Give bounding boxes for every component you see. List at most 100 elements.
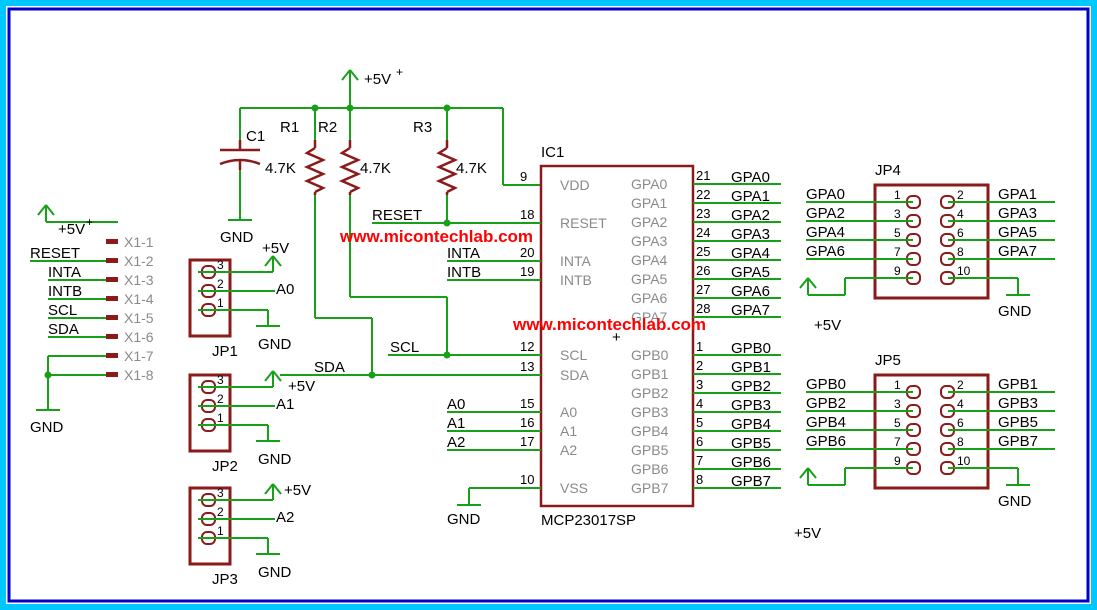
- jumper-pin-1: 1: [217, 524, 224, 538]
- jumper-gnd-label: GND: [258, 336, 292, 353]
- ic-pin-num-25: 25: [696, 244, 710, 259]
- ic-gnd-label: GND: [447, 511, 481, 528]
- x1-net-sda: SDA: [48, 321, 79, 338]
- header-net-gpa3: GPA3: [998, 205, 1037, 222]
- x1-gnd-label: GND: [30, 419, 64, 436]
- header-net-gpa4: GPA4: [806, 224, 845, 241]
- ic-net-gpa2: GPA2: [731, 207, 770, 224]
- header-pin-odd: 1: [894, 378, 901, 392]
- r1-value: 4.7K: [265, 160, 296, 177]
- ic-pin-scl: SCL: [560, 347, 587, 363]
- ic-pin-num-21: 21: [696, 168, 710, 183]
- jumper-ref-jp1: JP1: [212, 343, 238, 360]
- jumper-pin-1: 1: [217, 296, 224, 310]
- ic-pin-gpa6: GPA6: [631, 290, 668, 306]
- ic-pin-num-18: 18: [520, 207, 534, 222]
- ic-net-gpb2: GPB2: [731, 378, 771, 395]
- watermark-mid: www.micontechlab.com: [512, 315, 706, 334]
- ic-pin-a0: A0: [560, 404, 577, 420]
- net-intb-label: INTB: [447, 264, 481, 281]
- ic-pin-num-19: 19: [520, 264, 534, 279]
- x1-pin-6: X1-6: [124, 329, 154, 345]
- header-pin-odd: 3: [894, 397, 901, 411]
- ic-pin-gpa3: GPA3: [631, 233, 668, 249]
- ic-net-gpa6: GPA6: [731, 283, 770, 300]
- jumper-pin-2: 2: [217, 505, 224, 519]
- ic-pin-num-10: 10: [520, 472, 534, 487]
- ic-pin-gpb2: GPB2: [631, 385, 669, 401]
- ic-net-gpb7: GPB7: [731, 473, 771, 490]
- ic-pin-num-9: 9: [520, 169, 527, 184]
- ic-pin-num-13: 13: [520, 359, 534, 374]
- x1-vcc-symbol: +5V +: [37, 204, 118, 238]
- ic-pin-gpb7: GPB7: [631, 480, 669, 496]
- ic-pin-sda: SDA: [560, 367, 589, 383]
- ic-pin-num-6: 6: [696, 434, 703, 449]
- r1-label: R1: [280, 119, 299, 136]
- ic-net-gpb0: GPB0: [731, 340, 771, 357]
- net-inta-label: INTA: [447, 245, 480, 262]
- x1-pin-1: X1-1: [124, 234, 154, 250]
- r2-value: 4.7K: [360, 160, 391, 177]
- header-pin-odd: 1: [894, 188, 901, 202]
- x1-net-scl: SCL: [48, 302, 77, 319]
- ic-pin-reset: RESET: [560, 215, 607, 231]
- ic-pin-gpa1: GPA1: [631, 195, 668, 211]
- jumper-pin-3: 3: [217, 486, 224, 500]
- ic-pin-gpb3: GPB3: [631, 404, 669, 420]
- header-pin-even: 6: [957, 416, 964, 430]
- header-net-gpb6: GPB6: [806, 433, 846, 450]
- ic-pin-num-17: 17: [520, 434, 534, 449]
- power-network: +5V + C1 GND R1 R2 R3 4.7K: [219, 65, 541, 375]
- header-ref-jp5: JP5: [875, 352, 901, 369]
- ic-pin-gpa4: GPA4: [631, 252, 668, 268]
- header-net-gpa1: GPA1: [998, 186, 1037, 203]
- header-pin-even: 8: [957, 435, 964, 449]
- x1-connector: +5V + GND RESET INTA INTB SCL SDA X1-1 X…: [30, 204, 154, 436]
- jp1-vcc-label: +5V: [262, 240, 289, 257]
- header-pin-odd: 9: [894, 454, 901, 468]
- jp3-vcc-label: +5V: [284, 482, 311, 499]
- header-pin-even: 4: [957, 397, 964, 411]
- ic-pin-num-28: 28: [696, 301, 710, 316]
- x1-pin-7: X1-7: [124, 348, 154, 364]
- header-net-gpa6: GPA6: [806, 243, 845, 260]
- header-gnd-label: GND: [998, 493, 1032, 510]
- x1-pin-8: X1-8: [124, 367, 154, 383]
- resistor-r1: [303, 140, 327, 195]
- ic-net-gpb4: GPB4: [731, 416, 771, 433]
- ic-net-gpb3: GPB3: [731, 397, 771, 414]
- ic-pin-gpb6: GPB6: [631, 461, 669, 477]
- header-net-gpb3: GPB3: [998, 395, 1038, 412]
- jp2-vcc-label: +5V: [288, 378, 315, 395]
- ic-pin-num-27: 27: [696, 282, 710, 297]
- header-pin-odd: 5: [894, 416, 901, 430]
- ic-pin-num-24: 24: [696, 225, 710, 240]
- capacitor-c1: [219, 140, 261, 170]
- ic-pin-num-7: 7: [696, 453, 703, 468]
- ic-pin-gpb4: GPB4: [631, 423, 669, 439]
- ic-pin-num-1: 1: [696, 339, 703, 354]
- header-pin-even: 8: [957, 245, 964, 259]
- jumper-ref-jp2: JP2: [212, 458, 238, 475]
- header-pin-even: 10: [957, 454, 971, 468]
- ic-net-gpb6: GPB6: [731, 454, 771, 471]
- x1-gnd-junction: [44, 371, 52, 379]
- jumper-pin-2: 2: [217, 392, 224, 406]
- r3-label: R3: [413, 119, 432, 136]
- ic-pin-num-3: 3: [696, 377, 703, 392]
- ic-net-gpa1: GPA1: [731, 188, 770, 205]
- ic-net-gpa3: GPA3: [731, 226, 770, 243]
- x1-pin-4: X1-4: [124, 291, 154, 307]
- x1-net-reset: RESET: [30, 245, 80, 262]
- jumper-net-a2: A2: [276, 509, 294, 526]
- ic-pin-a1: A1: [560, 423, 577, 439]
- c1-label: C1: [246, 128, 265, 145]
